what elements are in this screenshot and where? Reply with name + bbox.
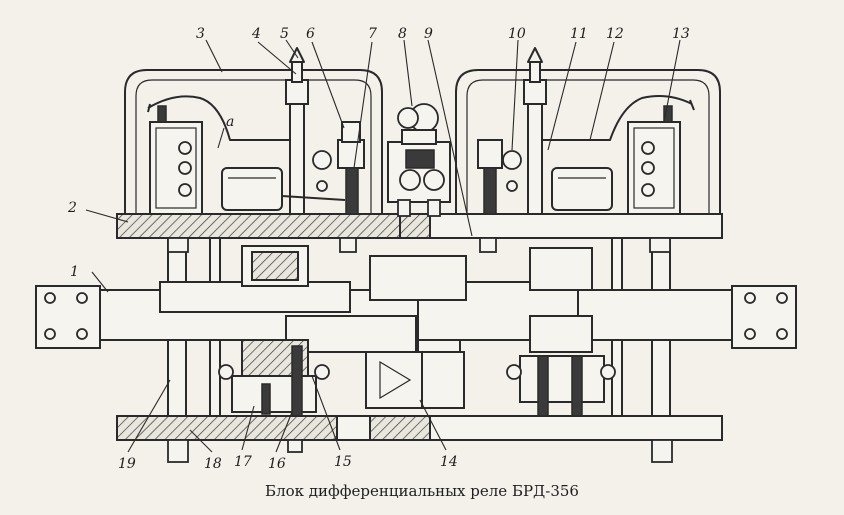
callout-13: 13 bbox=[672, 26, 690, 42]
left-relay-cover bbox=[124, 69, 383, 214]
callout-2: 2 bbox=[67, 200, 77, 216]
lower-base-plate bbox=[116, 415, 723, 441]
lower-relay-block bbox=[365, 351, 465, 409]
right-clamp-assembly bbox=[506, 247, 616, 417]
center-relay-unit bbox=[387, 103, 451, 217]
callout-17: 17 bbox=[234, 454, 252, 470]
callout-7: 7 bbox=[368, 26, 377, 42]
callout-9: 9 bbox=[424, 26, 433, 42]
upper-base-plate bbox=[116, 213, 723, 239]
callout-1: 1 bbox=[70, 264, 79, 280]
figure-caption: Блок дифференциальных реле БРД-356 bbox=[265, 482, 579, 500]
callout-10: 10 bbox=[508, 26, 526, 42]
callout-19: 19 bbox=[118, 456, 136, 472]
callout-15: 15 bbox=[334, 454, 352, 470]
left-clamp-assembly bbox=[218, 245, 330, 417]
callout-3: 3 bbox=[196, 26, 205, 42]
left-relay-mechanism bbox=[147, 47, 365, 215]
callout-labels: 1 2 3 4 5 6 7 8 9 10 11 12 13 14 15 16 1… bbox=[67, 26, 690, 472]
bottom-nuts bbox=[167, 237, 673, 463]
callout-5: 5 bbox=[280, 26, 289, 42]
callout-14: 14 bbox=[440, 454, 458, 470]
callout-a: a bbox=[226, 114, 234, 130]
callout-12: 12 bbox=[606, 26, 624, 42]
callout-16: 16 bbox=[268, 456, 286, 472]
callout-8: 8 bbox=[398, 26, 407, 42]
callout-11: 11 bbox=[570, 26, 588, 42]
callout-18: 18 bbox=[204, 456, 222, 472]
right-relay-mechanism bbox=[477, 47, 695, 215]
callout-4: 4 bbox=[251, 26, 261, 42]
leader-lines bbox=[85, 39, 681, 453]
transformer-core bbox=[159, 255, 593, 401]
callout-6: 6 bbox=[306, 26, 315, 42]
right-relay-cover bbox=[455, 69, 721, 214]
